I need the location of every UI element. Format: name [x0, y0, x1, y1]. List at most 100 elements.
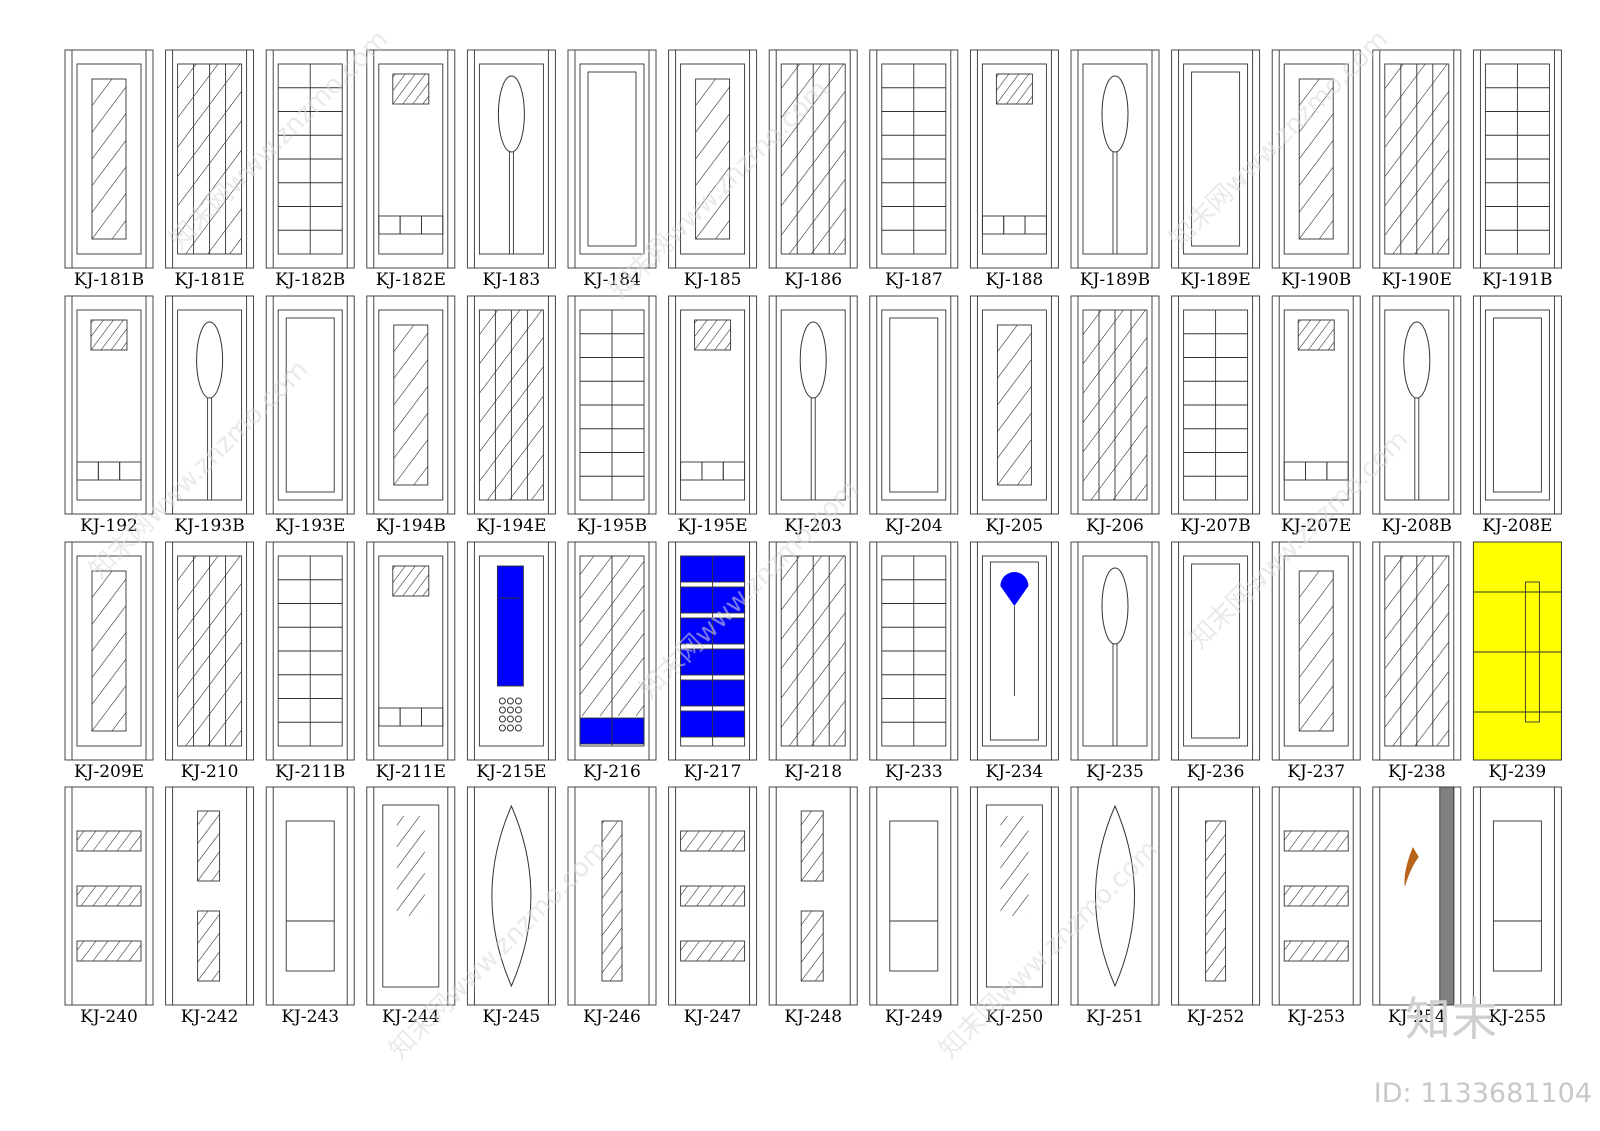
door-model-label: KJ-245: [483, 1007, 541, 1027]
door-drawing: [1472, 786, 1562, 1006]
door-model-label: KJ-246: [583, 1007, 641, 1027]
door-model-label: KJ-194B: [376, 516, 446, 536]
door-model-label: KJ-209E: [74, 762, 144, 782]
door-model-label: KJ-193B: [174, 516, 244, 536]
door-model-label: KJ-252: [1187, 1007, 1245, 1027]
door-model-label: KJ-237: [1287, 762, 1345, 782]
door-drawing: [869, 786, 959, 1006]
door-drawing: [1271, 49, 1361, 269]
door-drawing: [1372, 541, 1462, 761]
door-drawing: [768, 541, 858, 761]
door-model-label: KJ-189B: [1080, 270, 1150, 290]
door-drawing: [668, 786, 758, 1006]
door-drawing: [969, 541, 1059, 761]
door-drawing: [1070, 786, 1160, 1006]
door-model-label: KJ-206: [1086, 516, 1144, 536]
door-model-label: KJ-215E: [476, 762, 546, 782]
door-drawing: [265, 295, 355, 515]
door-drawing: [1171, 49, 1261, 269]
door-model-label: KJ-192: [80, 516, 138, 536]
door-model-label: KJ-188: [986, 270, 1044, 290]
door-drawing: [466, 541, 556, 761]
door-model-label: KJ-210: [181, 762, 239, 782]
door-model-label: KJ-195B: [577, 516, 647, 536]
door-drawing: [366, 295, 456, 515]
door-drawing: [869, 49, 959, 269]
door-drawing: [768, 295, 858, 515]
door-model-label: KJ-207E: [1281, 516, 1351, 536]
door-drawing: [165, 541, 255, 761]
door-drawing: [1070, 49, 1160, 269]
door-drawing: [1372, 786, 1462, 1006]
door-model-label: KJ-208E: [1482, 516, 1552, 536]
door-model-label: KJ-195E: [678, 516, 748, 536]
door-model-label: KJ-185: [684, 270, 742, 290]
image-id-label: ID: 1133681104: [1374, 1078, 1592, 1109]
door-drawing: [567, 49, 657, 269]
door-model-label: KJ-204: [885, 516, 943, 536]
door-model-label: KJ-248: [784, 1007, 842, 1027]
door-drawing: [969, 295, 1059, 515]
door-drawing: [1171, 786, 1261, 1006]
door-model-label: KJ-254: [1388, 1007, 1446, 1027]
door-drawing: [1171, 295, 1261, 515]
brand-logo: 知末: [1405, 992, 1497, 1046]
door-model-label: KJ-247: [684, 1007, 742, 1027]
door-drawing: [1372, 49, 1462, 269]
door-drawing: [1070, 295, 1160, 515]
door-drawing: [366, 49, 456, 269]
door-model-label: KJ-255: [1489, 1007, 1547, 1027]
door-drawing: [1271, 295, 1361, 515]
door-model-label: KJ-235: [1086, 762, 1144, 782]
door-drawing: [1271, 786, 1361, 1006]
door-model-label: KJ-242: [181, 1007, 239, 1027]
door-model-label: KJ-182E: [376, 270, 446, 290]
door-drawing: [869, 541, 959, 761]
door-model-label: KJ-216: [583, 762, 641, 782]
door-model-label: KJ-184: [583, 270, 641, 290]
door-drawing: [567, 295, 657, 515]
door-drawing: [1271, 541, 1361, 761]
door-model-label: KJ-182B: [275, 270, 345, 290]
door-drawing: [969, 49, 1059, 269]
door-drawing: [668, 295, 758, 515]
door-model-label: KJ-253: [1287, 1007, 1345, 1027]
door-drawing: [265, 49, 355, 269]
door-model-label: KJ-207B: [1180, 516, 1250, 536]
door-model-label: KJ-205: [986, 516, 1044, 536]
door-drawing: [165, 786, 255, 1006]
door-drawing: [466, 295, 556, 515]
door-drawing: [1372, 295, 1462, 515]
door-drawing: [64, 295, 154, 515]
door-drawing: [265, 541, 355, 761]
door-model-label: KJ-190E: [1382, 270, 1452, 290]
door-model-label: KJ-240: [80, 1007, 138, 1027]
door-model-label: KJ-218: [784, 762, 842, 782]
door-drawing: [64, 786, 154, 1006]
door-drawing: [969, 786, 1059, 1006]
door-drawing: [466, 786, 556, 1006]
door-drawing: [64, 49, 154, 269]
door-drawing: [165, 49, 255, 269]
door-model-label: KJ-183: [483, 270, 541, 290]
door-model-label: KJ-211E: [376, 762, 446, 782]
door-model-label: KJ-233: [885, 762, 943, 782]
door-drawing: [1070, 541, 1160, 761]
door-drawing: [1472, 541, 1562, 761]
door-model-label: KJ-189E: [1181, 270, 1251, 290]
door-drawing: [366, 786, 456, 1006]
door-drawing: [668, 541, 758, 761]
door-model-label: KJ-211B: [275, 762, 345, 782]
door-model-label: KJ-239: [1489, 762, 1547, 782]
door-model-label: KJ-251: [1086, 1007, 1144, 1027]
door-model-label: KJ-249: [885, 1007, 943, 1027]
door-model-label: KJ-186: [784, 270, 842, 290]
door-model-label: KJ-191B: [1482, 270, 1552, 290]
door-drawing: [366, 541, 456, 761]
door-drawing: [1472, 49, 1562, 269]
door-drawing: [567, 541, 657, 761]
door-model-label: KJ-190B: [1281, 270, 1351, 290]
door-drawing: [567, 786, 657, 1006]
